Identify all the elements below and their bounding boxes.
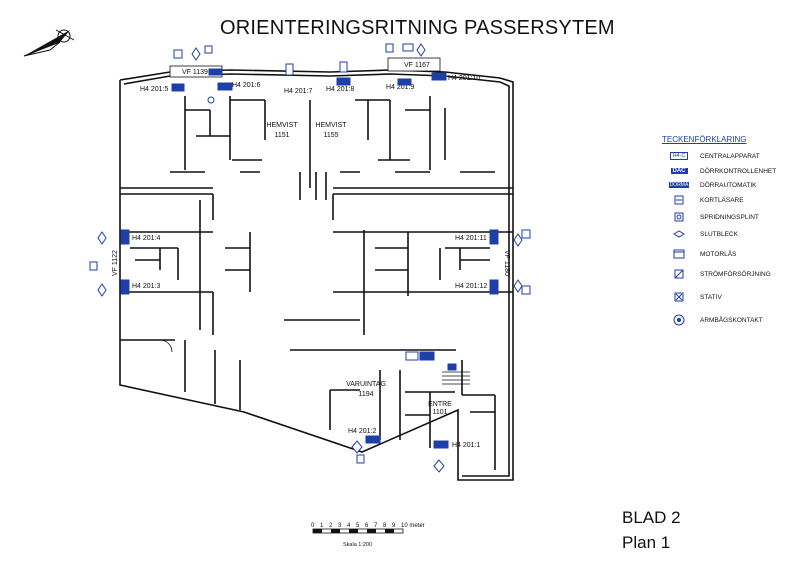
legend-item-armbagskontakt: ARMBÅGSKONTAKT bbox=[668, 313, 763, 327]
room-name-hemvist-1151: HEMVIST bbox=[266, 122, 298, 129]
motor-lock-icon bbox=[668, 249, 690, 260]
scale-caption: Skala 1:200 bbox=[343, 542, 372, 548]
card-reader-icon bbox=[668, 195, 690, 206]
door-label-201-5: H4 201:5 bbox=[140, 86, 169, 93]
stair bbox=[442, 371, 470, 385]
north-arrow-icon bbox=[23, 29, 75, 57]
room-number-varuintag: 1194 bbox=[358, 391, 373, 398]
stand-icon bbox=[668, 292, 690, 303]
door-label-201-10: H4 201:10 bbox=[448, 75, 480, 82]
legend-item-stativ: STATIV bbox=[668, 290, 722, 304]
scale-tick: 3 bbox=[338, 523, 342, 529]
access-devices bbox=[89, 43, 531, 473]
door-label-201-9: H4 201:9 bbox=[386, 84, 415, 91]
legend-title: TECKENFÖRKLARING bbox=[662, 135, 747, 144]
scale-tick: 0 bbox=[311, 523, 315, 529]
room-number-entre: 1101 bbox=[432, 409, 447, 416]
door-label-201-8: H4 201:8 bbox=[326, 86, 355, 93]
room-name-hemvist-1155: HEMVIST bbox=[315, 122, 347, 129]
power-supply-icon bbox=[668, 269, 690, 280]
scale-tick: 7 bbox=[374, 523, 378, 529]
legend-item-centralapparat: H4-C CENTRALAPPARAT bbox=[668, 149, 760, 163]
dac-box-icon: DAC bbox=[670, 168, 688, 174]
door-label-201-4: H4 201:4 bbox=[132, 235, 161, 242]
scale-bar: 0 1 2 3 4 5 6 7 8 9 10 meter Skala 1:200 bbox=[311, 523, 425, 548]
floor-plan-walls bbox=[119, 69, 514, 481]
scale-tick: 9 bbox=[392, 523, 396, 529]
door-label-201-11: H4 201:11 bbox=[455, 235, 487, 242]
room-number-hemvist-1155: 1155 bbox=[323, 132, 338, 139]
vf-label-1167: VF 1167 bbox=[404, 62, 430, 69]
scale-tick: 5 bbox=[356, 523, 360, 529]
door-label-201-6: H4 201:6 bbox=[232, 82, 261, 89]
elbow-switch-icon bbox=[668, 314, 690, 326]
strike-plate-icon bbox=[668, 229, 690, 240]
door-label-201-2: H4 201:2 bbox=[348, 428, 377, 435]
room-name-varuintag: VARUINTAG bbox=[346, 381, 386, 388]
scale-tick: 6 bbox=[365, 523, 369, 529]
vf-label-1122: VF 1122 bbox=[112, 250, 119, 276]
legend-item-slutbleck: SLUTBLECK bbox=[668, 227, 738, 241]
vf-label-1139: VF 1139 bbox=[182, 69, 208, 76]
h4c-box-icon: H4-C bbox=[668, 151, 690, 162]
legend-item-dorrkontrollenhet: DAC DÖRRKONTROLLENHET bbox=[668, 164, 776, 178]
legend-item-dorrautomatik: DORMA DÖRRAUTOMATIK bbox=[668, 181, 757, 189]
legend-item-spridningsplint: SPRIDNINGSPLINT bbox=[668, 210, 759, 224]
scale-tick: 2 bbox=[329, 523, 333, 529]
door-label-201-1: H4 201:1 bbox=[452, 442, 481, 449]
door-swing bbox=[159, 339, 173, 353]
door-label-201-3: H4 201:3 bbox=[132, 283, 161, 290]
plan-number: Plan 1 bbox=[622, 533, 671, 552]
scale-tick: 8 bbox=[383, 523, 387, 529]
dorma-box-icon: DORMA bbox=[668, 182, 690, 188]
door-label-201-12: H4 201:12 bbox=[455, 283, 487, 290]
scale-tick: 1 bbox=[320, 523, 324, 529]
vf-label-1180: VF 1180 bbox=[503, 250, 510, 276]
legend-item-stromforsorjning: STRÖMFÖRSÖRJNING bbox=[668, 267, 771, 281]
sheet-number: BLAD 2 bbox=[622, 508, 681, 527]
splice-point-icon bbox=[668, 212, 690, 223]
room-number-hemvist-1151: 1151 bbox=[274, 132, 289, 139]
legend-item-kortlasare: KORTLÄSARE bbox=[668, 193, 744, 207]
legend-item-motorlas: MOTORLÅS bbox=[668, 247, 736, 261]
room-name-entre: ENTRE bbox=[428, 401, 452, 408]
drawing-title: ORIENTERINGSRITNING PASSERSYTEM bbox=[220, 17, 615, 39]
door-label-201-7: H4 201:7 bbox=[284, 88, 313, 95]
scale-tick: 10 meter bbox=[401, 523, 425, 529]
scale-tick: 4 bbox=[347, 523, 351, 529]
